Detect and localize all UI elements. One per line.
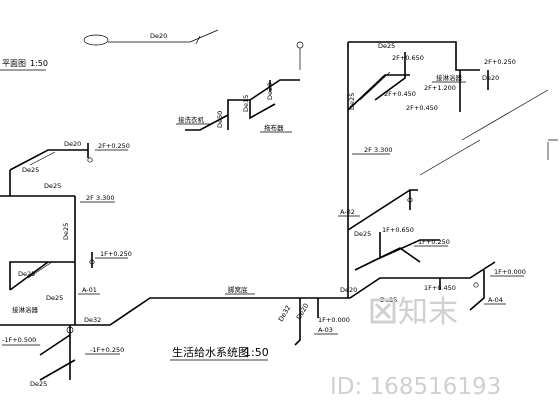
right-mid-shower [354,247,421,271]
pipe-label: De25 [22,166,39,174]
elev-label: 1F+0.000 [318,316,350,324]
pipe-label: De25 [62,223,70,240]
valve-symbol [66,326,74,334]
plan-pipe-mark [195,35,201,45]
elev-label: 1F+0.250 [418,238,450,246]
valve-symbol [87,157,93,163]
elev-label: 2F+0.650 [392,54,424,62]
system-title: 生活给水系统图 [172,345,249,359]
left-upper-parallel [29,151,56,166]
right-top-branch [348,41,480,71]
elev-label: -1F+0.250 [90,346,124,354]
pipe-label: De20 [64,140,81,148]
pipe-label: De20 [295,302,311,321]
right-mid-parallel [364,249,396,266]
right-mid-branch [379,232,440,260]
right-bottom-run [300,277,441,299]
pipe-label: De20 [266,83,274,100]
elev-label: 1F+0.000 [494,268,526,276]
right-top-diag [347,74,410,111]
washer-sub-branch [185,114,229,131]
plan-title: 平面图 [2,59,26,68]
section-line [461,89,549,141]
watermark-logo: 知末 [398,295,458,330]
left-upper-shower-branch [9,149,88,171]
pipe-label: De25 [354,230,371,238]
fixture-label: 接洗衣机 [178,115,205,124]
elev-label: 2F+0.450 [406,104,438,112]
pipe-label: De25 [44,182,61,190]
right-bottom-drop [469,270,485,311]
fixture-label: 脚窝底 [228,285,248,294]
tag-label: A-04 [488,296,503,304]
tag-label: A-03 [318,326,333,334]
right-top-shower [374,52,406,101]
mid-bottom-drop [294,298,301,346]
elev-label: -1F+0.500 [2,336,36,344]
elev-label: 2F+1.200 [424,84,456,92]
main-supply-line [0,297,300,326]
elev-label: 2F 3.300 [364,146,393,154]
mop-branch [249,100,276,120]
tag-label: A-02 [340,208,355,216]
pipe-label: De25 [18,270,35,278]
system-scale: 1:50 [244,346,269,359]
elev-label: 2F 3.300 [86,194,115,202]
fixture-label: 接淋浴器 [12,305,39,314]
watermark-id: ID: 168516193 [330,374,501,400]
right-lower-diag [347,189,418,231]
elev-label: 1F+0.450 [424,284,456,292]
left-bottom-branch [39,334,71,356]
fixture-label: 接淋浴器 [436,73,463,82]
elev-label: 1F+0.250 [100,250,132,258]
valve-symbol [407,197,413,203]
valve-symbol [473,282,479,288]
pipe-label: De25 [378,42,395,50]
left-bottom-branch-2 [39,359,76,381]
elev-label: 2F+0.250 [484,58,516,66]
right-top-parallel [359,71,391,101]
detail-bubble [83,34,109,46]
pipe-label-top: De20 [150,32,167,40]
washer-branch [227,79,300,130]
pipe-label: De25 [348,93,356,110]
pipe-label: De32 [84,316,101,324]
elev-label: 1F+0.650 [382,226,414,234]
section-line [419,139,481,176]
left-upper-branch [0,170,75,197]
valve-symbol [296,41,304,49]
pipe-label: De25 [30,380,47,388]
valve-symbol [89,259,95,265]
watermark-logo-mark [370,298,396,324]
pipe-label: De20 [340,286,357,294]
left-mid-branch [9,261,75,290]
elev-label: 2F+0.250 [98,142,130,150]
pipe-label: De15 [242,95,250,112]
pipe-label: De20 [482,74,499,82]
left-mid-shower [9,261,49,291]
plan-scale: 1:50 [30,59,48,68]
left-mid-parallel [27,261,53,279]
plan-pipe [189,29,219,43]
right-bottom-run-2 [440,261,496,279]
pipe-label: De32 [277,304,293,323]
tag-label: A-01 [82,286,97,294]
elev-label: 2F+0.450 [384,90,416,98]
pipe-label: De25 [46,294,63,302]
fixture-label: 拖布器 [264,123,284,132]
pipe-label: De50 [216,111,224,128]
